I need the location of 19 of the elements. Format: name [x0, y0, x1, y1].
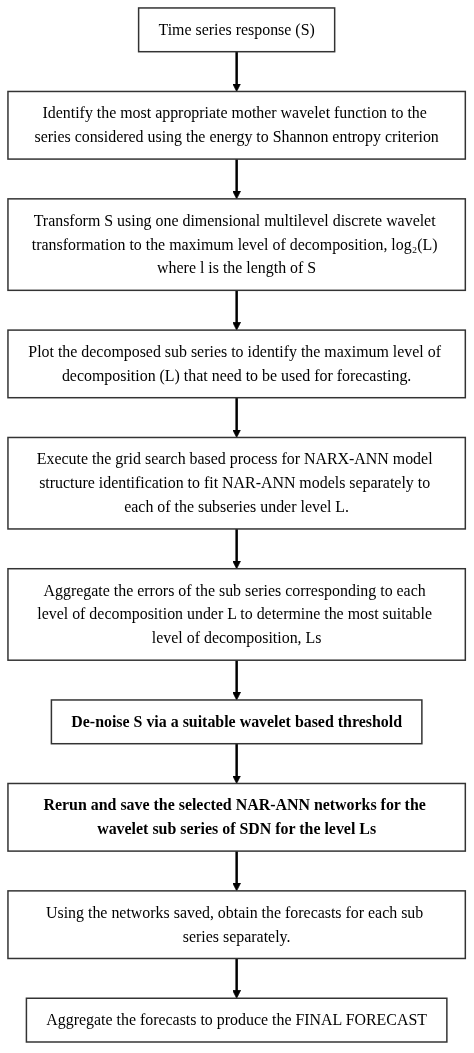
node-box: Transform S using one dimensional multilevel discrete wavelet transformation to the maximum level of decomposition, log₂(L) where l is the length of S: [7, 198, 467, 292]
arrow: [232, 660, 242, 701]
node-box: Rerun and save the selected NAR-ANN networks for the wavelet sub series of SDN for the level Ls: [7, 782, 467, 852]
arrow: [232, 528, 242, 570]
node-box: Identify the most appropriate mother wavelet function to the series considered using the energy to Shannon entropy criterion: [7, 90, 467, 160]
arrow: [232, 290, 242, 331]
node-box: Time series response (S): [138, 7, 336, 53]
arrow: [232, 851, 242, 892]
node-box: Execute the grid search based process for NARX-ANN model structure identification to fit NAR-ANN models separately to each of the subseries under level L.: [7, 436, 467, 530]
arrow: [232, 743, 242, 784]
node-box: Plot the decomposed sub series to identify the maximum level of decomposition (L) that need to be used for forecasting.: [7, 329, 467, 399]
arrow: [232, 51, 242, 92]
arrow: [232, 159, 242, 200]
node-box: Aggregate the errors of the sub series corresponding to each level of decomposition under L to determine the most suitable level of decomposition, Ls: [7, 567, 467, 661]
node-box: Aggregate the forecasts to produce the FINAL FORECAST: [26, 997, 448, 1043]
arrow: [232, 397, 242, 438]
node-box: Using the networks saved, obtain the forecasts for each sub series separately.: [7, 890, 467, 960]
node-box: De-noise S via a suitable wavelet based threshold: [51, 699, 423, 745]
arrow: [232, 958, 242, 999]
